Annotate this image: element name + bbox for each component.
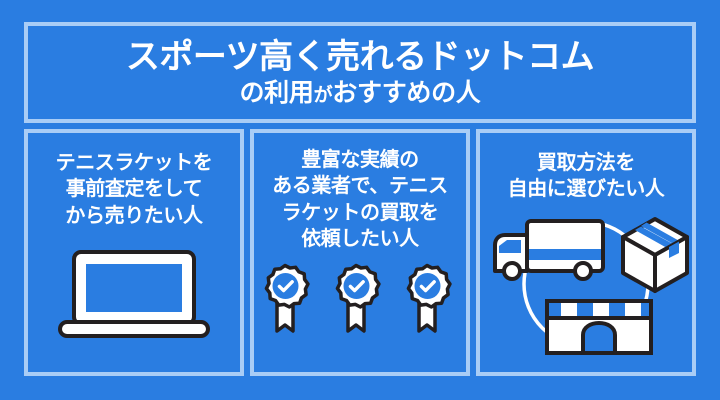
laptop-icon [58,249,210,338]
column-1-text: テニスラケットを 事前査定をして から売りたい人 [55,152,213,227]
columns-row: テニスラケットを 事前査定をして から売りたい人 豊富な実績の ある業者で、テニ… [24,129,696,376]
truck-icon [493,219,605,282]
column-choose-method: 買取方法を 自由に選びたい人 [476,129,696,376]
column-1-icon-area [28,229,240,372]
column-2-icon-area [254,253,466,372]
column-2-text: 豊富な実績の ある業者で、テニス ラケットの買取を 依頼したい人 [272,149,448,251]
page-title: スポーツ高く売れるドットコム [125,37,595,76]
delivery-options-icon [493,217,689,356]
content-frame: スポーツ高く売れるドットコム の利用がおすすめの人 テニスラケットを 事前査定を… [24,22,696,376]
subtitle-before: の利用 [239,78,314,107]
subtitle-after: おすすめの人 [332,78,481,107]
column-3-icon-area [480,203,692,372]
column-pre-assessment: テニスラケットを 事前査定をして から売りたい人 [24,129,244,376]
shop-icon [545,299,653,356]
column-experienced-dealer: 豊富な実績の ある業者で、テニス ラケットの買取を 依頼したい人 [250,129,470,376]
header-cell: スポーツ高く売れるドットコム の利用がおすすめの人 [24,22,696,123]
column-3-text: 買取方法を 自由に選びたい人 [507,152,665,201]
medal-badges-icon [264,264,452,334]
package-box-icon [621,217,689,294]
subtitle-particle: が [313,84,333,106]
page-subtitle: の利用がおすすめの人 [239,79,480,108]
